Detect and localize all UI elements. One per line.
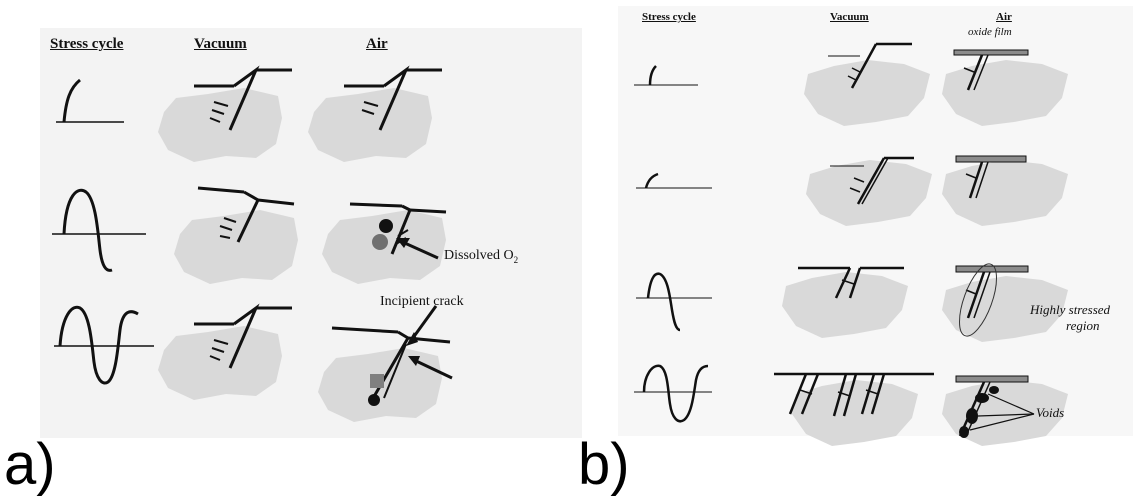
panel-b-air-column xyxy=(942,50,1068,446)
panel-b-vacuum-row2 xyxy=(806,158,932,226)
panel-a-stress-row2 xyxy=(52,190,146,270)
panel-b-stress-cycles xyxy=(634,66,712,421)
oxide-film-bar xyxy=(954,50,1028,55)
panel-a-air-row3 xyxy=(318,328,450,422)
highly-stressed-label: Highly stressed xyxy=(1030,302,1110,318)
panel-a-air-row1 xyxy=(308,70,442,162)
panel-a-stress-row3 xyxy=(54,307,154,383)
panel-b-stress-row4 xyxy=(634,366,712,421)
panel-a-header-vacuum: Vacuum xyxy=(194,36,247,53)
oxide-film-label: oxide film xyxy=(968,26,1012,38)
panel-b-vacuum-row4 xyxy=(774,374,934,446)
voids-label: Voids xyxy=(1036,405,1064,421)
void-icon xyxy=(966,408,978,424)
void-icon xyxy=(989,386,999,394)
panel-b-vacuum-column xyxy=(774,44,934,446)
void-icon xyxy=(975,393,989,403)
panel-b-vacuum-row1 xyxy=(804,44,930,126)
panel-b-label: b) xyxy=(578,436,630,494)
panel-a-header-air: Air xyxy=(366,36,388,53)
panel-a-stress-row1 xyxy=(56,80,124,122)
dissolved-o2-label: Dissolved O2 xyxy=(444,248,518,265)
incipient-crack-label: Incipient crack xyxy=(380,294,464,310)
o2-bubble-icon xyxy=(379,219,393,233)
panel-b-stress-row2 xyxy=(636,174,712,188)
panel-b-stress-row1 xyxy=(634,66,698,85)
panel-b-air-row3 xyxy=(942,260,1068,342)
panel-a-stress-cycles xyxy=(52,80,154,383)
panel-a-air-row2 xyxy=(322,204,446,284)
panel-a-label: a) xyxy=(4,436,56,494)
dissolved-o2-icon xyxy=(372,234,388,250)
panel-b-air-row1 xyxy=(942,50,1068,126)
void-icon xyxy=(959,426,969,438)
panel-a-vacuum-row3 xyxy=(158,308,292,400)
region-label: region xyxy=(1066,318,1099,334)
panel-a-vacuum-row2 xyxy=(174,188,298,284)
panel-b-air-row2 xyxy=(942,156,1068,226)
panel-b-header-stress-cycle: Stress cycle xyxy=(642,11,696,23)
panel-b-header-vacuum: Vacuum xyxy=(830,11,869,23)
panel-b-stress-row3 xyxy=(636,274,712,330)
panel-b-header-air: Air xyxy=(996,11,1012,23)
panel-b-vacuum-row3 xyxy=(782,268,908,338)
panel-a-header-stress-cycle: Stress cycle xyxy=(50,36,123,53)
panel-a-air-column xyxy=(308,70,452,422)
panel-a-vacuum-row1 xyxy=(158,70,292,162)
panel-a-vacuum-column xyxy=(158,70,298,400)
